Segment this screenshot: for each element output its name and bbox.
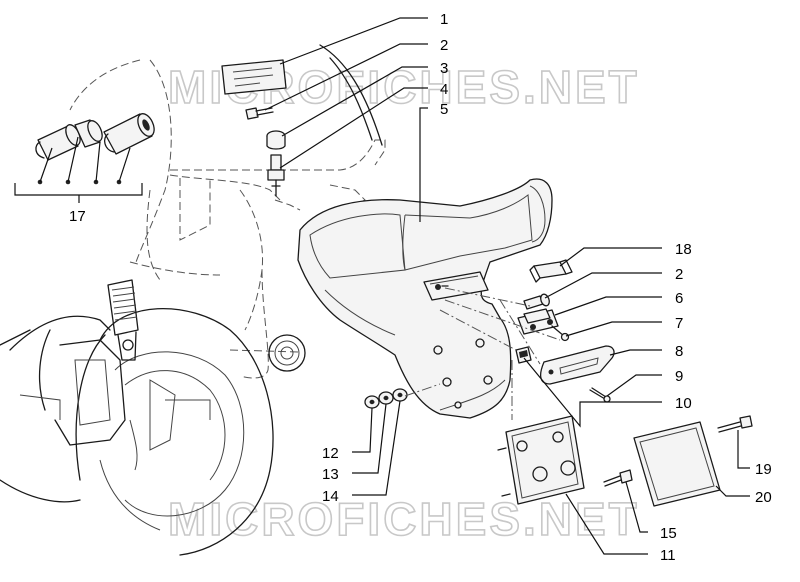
callout-2-right: 2 — [675, 266, 683, 283]
rear-wheel — [75, 307, 274, 556]
callout-2: 2 — [440, 37, 448, 54]
callout-4: 4 — [440, 81, 448, 98]
callout-17: 17 — [69, 208, 86, 225]
part-bulb-socket — [267, 154, 285, 197]
part-screw-9 — [589, 387, 611, 403]
part-bulb — [523, 293, 550, 310]
reflector-cap — [268, 334, 306, 372]
callout-11: 11 — [660, 547, 676, 564]
part-grommet — [266, 130, 286, 150]
callout-19: 19 — [755, 461, 772, 478]
callout-15: 15 — [660, 525, 677, 542]
callout-9: 9 — [675, 368, 683, 385]
callout-numbers: 1 2 3 4 5 17 18 2 6 7 8 9 10 12 13 14 11… — [69, 11, 772, 564]
engine-block — [0, 315, 126, 503]
callout-10: 10 — [675, 395, 692, 412]
callout-13: 13 — [322, 466, 339, 483]
part-screw-15 — [603, 469, 633, 487]
callout-5: 5 — [440, 101, 448, 118]
part-rear-mudguard — [297, 178, 553, 419]
scooter-body-outline — [69, 44, 386, 379]
part-clip — [515, 346, 532, 364]
callout-12: 12 — [322, 445, 339, 462]
callout-18: 18 — [675, 241, 692, 258]
part-screw-7 — [551, 325, 570, 342]
part-plate-bracket — [497, 415, 585, 505]
part-label-plate — [221, 59, 287, 95]
callout-14: 14 — [322, 488, 339, 505]
part-bracket — [529, 259, 573, 283]
part-screw-19 — [717, 415, 753, 433]
part-lens-cover — [539, 345, 615, 385]
leader-lines — [264, 17, 750, 555]
callout-20: 20 — [755, 489, 772, 506]
callout-1: 1 — [440, 11, 448, 28]
callout-8: 8 — [675, 343, 683, 360]
watermark-bottom: MICROFICHES.NET — [168, 493, 640, 545]
callout-6: 6 — [675, 290, 683, 307]
part-license-plate — [633, 421, 721, 507]
callout-7: 7 — [675, 315, 683, 332]
shock-absorber — [107, 279, 139, 361]
callout-3: 3 — [440, 60, 448, 77]
part-lamp-holder — [517, 308, 559, 335]
assembly-dashed-lines — [404, 287, 561, 420]
part-lock-set — [14, 113, 155, 203]
